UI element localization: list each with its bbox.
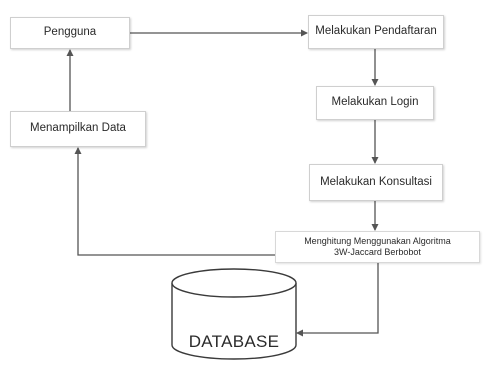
node-melakukan-konsultasi: Melakukan Konsultasi [309,164,443,201]
node-pendaftaran-label: Melakukan Pendaftaran [315,25,437,38]
node-pengguna: Pengguna [10,17,130,49]
node-menampilkan-data: Menampilkan Data [10,111,146,147]
node-tampil-label: Menampilkan Data [30,122,126,135]
edge-hitung-to-database [296,263,379,337]
node-hitung-label-line2: 3W-Jaccard Berbobot [334,247,421,257]
node-login-label: Melakukan Login [331,96,419,109]
node-hitung-label-line1: Menghitung Menggunakan Algoritma [304,236,451,247]
database-label: DATABASE [188,332,280,351]
node-melakukan-login: Melakukan Login [316,86,434,120]
node-menghitung-algoritma: Menghitung Menggunakan Algoritma 3W-Jacc… [275,231,480,263]
database-cylinder [171,268,297,360]
node-melakukan-pendaftaran: Melakukan Pendaftaran [308,15,444,49]
node-pengguna-label: Pengguna [43,26,97,39]
node-konsultasi-label: Melakukan Konsultasi [320,175,432,188]
edge-hitung-to-tampil [74,147,275,256]
